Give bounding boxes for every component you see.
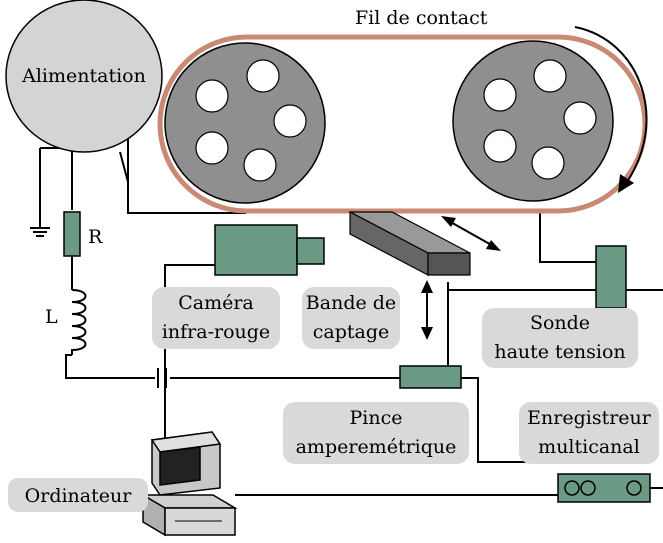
fil-de-contact-label: Fil de contact	[355, 7, 488, 29]
vertical-arrowhead-up-icon	[421, 280, 433, 293]
inductor-coil	[71, 289, 87, 355]
resistor	[63, 211, 81, 257]
infrared-camera	[214, 224, 325, 276]
sonde-label-box	[482, 308, 638, 368]
diagonal-arrowhead-b-icon	[486, 240, 501, 251]
alimentation-label: Alimentation	[21, 65, 146, 87]
bande-label-line1: Bande de	[306, 292, 396, 314]
vertical-arrowhead-down-icon	[421, 327, 433, 340]
ordinateur-label-box	[8, 478, 148, 512]
camera-label-line1: Caméra	[178, 292, 254, 314]
multichannel-recorder	[557, 473, 651, 503]
camera-label-box	[152, 287, 280, 349]
camera-label-line2: infra-rouge	[162, 321, 270, 343]
enregistreur-label-line1: Enregistreur	[527, 407, 652, 429]
computer-icon	[140, 431, 238, 537]
pince-label-line1: Pince	[350, 407, 403, 429]
high-voltage-probe	[595, 245, 627, 309]
alimentation-ellipse	[5, 0, 163, 153]
rotation-arrow-icon	[574, 26, 648, 186]
left-wheel	[164, 42, 326, 204]
capacitor	[157, 368, 167, 388]
right-wheel	[452, 40, 614, 202]
inductor-label: L	[45, 306, 58, 328]
strip-motion-arrow-icon	[446, 219, 496, 248]
ordinateur-label: Ordinateur	[25, 485, 133, 507]
capture-strip	[349, 211, 471, 276]
bande-label-line2: captage	[313, 321, 390, 343]
diagonal-arrowhead-a-icon	[441, 216, 456, 227]
rotation-arrowhead-icon	[618, 174, 634, 193]
sonde-label-line1: Sonde	[530, 312, 590, 334]
current-clamp	[399, 365, 462, 389]
sonde-label-line2: haute tension	[494, 341, 625, 363]
enregistreur-label-box	[519, 402, 659, 464]
resistor-label: R	[88, 226, 103, 248]
bande-label-box	[302, 287, 400, 349]
pince-label-box	[283, 402, 469, 464]
pince-label-line2: amperemétrique	[296, 436, 457, 458]
enregistreur-label-line2: multicanal	[538, 436, 640, 458]
